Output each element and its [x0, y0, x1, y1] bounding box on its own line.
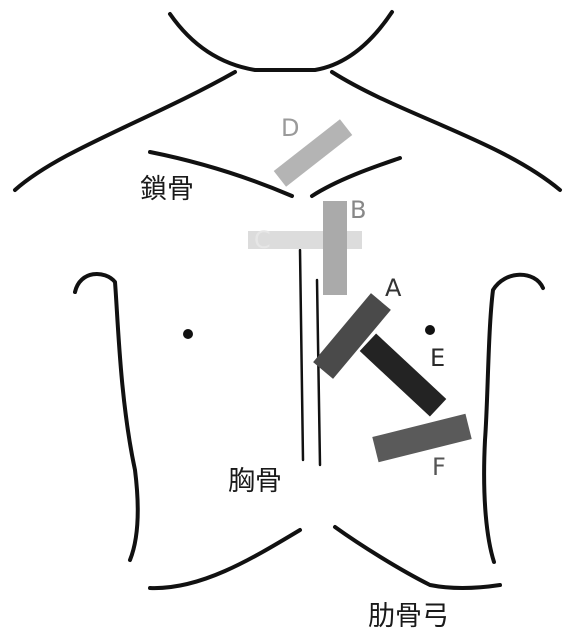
- electrode-f: [372, 414, 471, 462]
- electrode-d-label: D: [281, 114, 299, 142]
- electrode-b-label: B: [350, 196, 366, 224]
- electrode-c-label: C: [254, 226, 271, 254]
- right-arm-outline: [484, 275, 543, 562]
- sternum-line-left: [300, 250, 303, 460]
- left-arm-outline: [75, 274, 138, 560]
- sternum-line-right: [317, 280, 320, 465]
- right-nipple-dot: [425, 325, 435, 335]
- electrode-e-label: E: [430, 344, 445, 372]
- right-clavicle-outline: [312, 158, 400, 196]
- left-shoulder-outline: [15, 72, 235, 190]
- left-nipple-dot: [183, 329, 193, 339]
- electrode-a-label: A: [385, 274, 402, 302]
- electrode-f-label: F: [432, 453, 446, 481]
- costal-arch-label: 肋骨弓: [368, 601, 449, 632]
- neck-outline: [170, 12, 392, 70]
- clavicle-label: 鎖骨: [140, 174, 194, 205]
- sternum-label: 胸骨: [228, 466, 282, 497]
- costal-arch-left: [150, 530, 300, 588]
- costal-arch-right: [335, 527, 500, 588]
- electrode-b: [323, 201, 347, 295]
